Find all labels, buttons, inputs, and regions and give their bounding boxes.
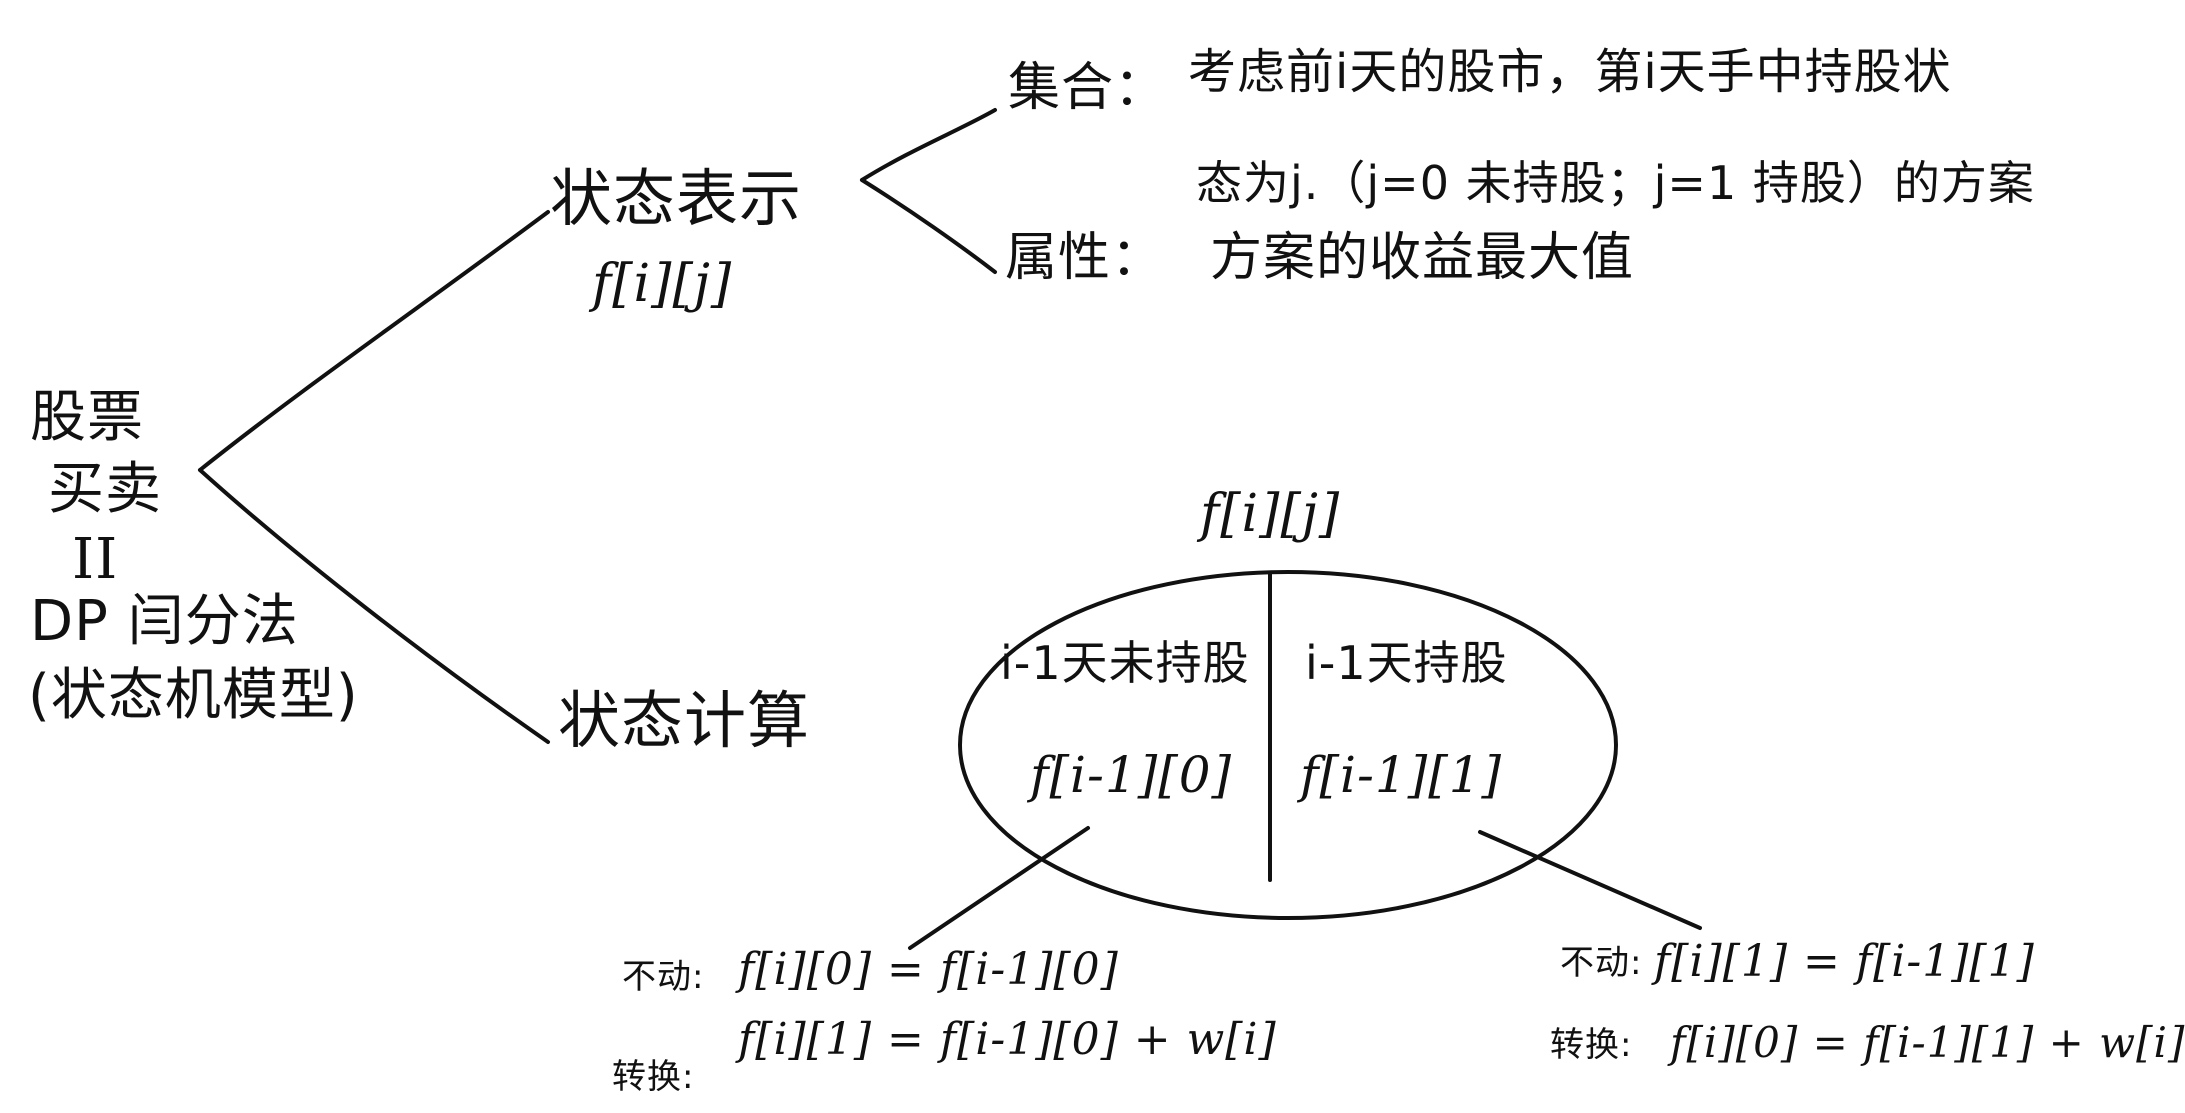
right-switch-formula: f[i][0] = f[i-1][1] + w[i] [1670,1018,2185,1067]
ellipse-title-formula: f[i][j] [1200,484,1341,544]
state-set-ellipse [958,570,1618,920]
left-stay-formula: f[i][0] = f[i-1][0] [738,944,1119,995]
attr-text: 方案的收益最大值 [1210,228,1635,288]
edge-left-part-to-transitions [908,826,1090,950]
root-model-line: (状态机模型) [28,663,359,728]
edge-repr-to-attr [860,178,997,274]
root-title-line3: II [72,527,119,592]
set-text-line2: 态为j.（j=0 未持股；j=1 持股）的方案 [1196,156,2035,210]
right-stay-label: 不动: [1560,943,1643,983]
state-repr-formula: f[i][j] [592,254,733,314]
left-switch-formula: f[i][1] = f[i-1][0] + w[i] [738,1014,1277,1065]
edge-repr-to-set [860,108,997,182]
right-stay-formula: f[i][1] = f[i-1][1] [1654,936,2035,987]
set-text-line1: 考虑前i天的股市，第i天手中持股状 [1188,44,1952,100]
attr-label: 属性： [1005,228,1165,288]
root-title-line1: 股票 [30,385,144,450]
right-part-formula: f[i-1][1] [1300,746,1503,804]
right-switch-label: 转换: [1550,1025,1633,1065]
set-label: 集合： [1008,58,1168,118]
root-method-line: DP 闫分法 [30,589,299,654]
root-title-line2: 买卖 [48,457,162,522]
state-repr-title: 状态表示 [550,162,803,235]
right-part-label: i-1天持股 [1305,636,1508,690]
edge-root-to-state-repr [198,210,550,472]
left-part-formula: f[i-1][0] [1030,746,1233,804]
state-calc-title: 状态计算 [558,684,811,757]
left-switch-label: 转换: [612,1057,695,1097]
left-stay-label: 不动: [622,957,705,997]
edge-root-to-state-calc [198,468,550,744]
left-part-label: i-1天未持股 [1000,636,1250,690]
edge-right-part-to-transitions [1478,830,1702,930]
